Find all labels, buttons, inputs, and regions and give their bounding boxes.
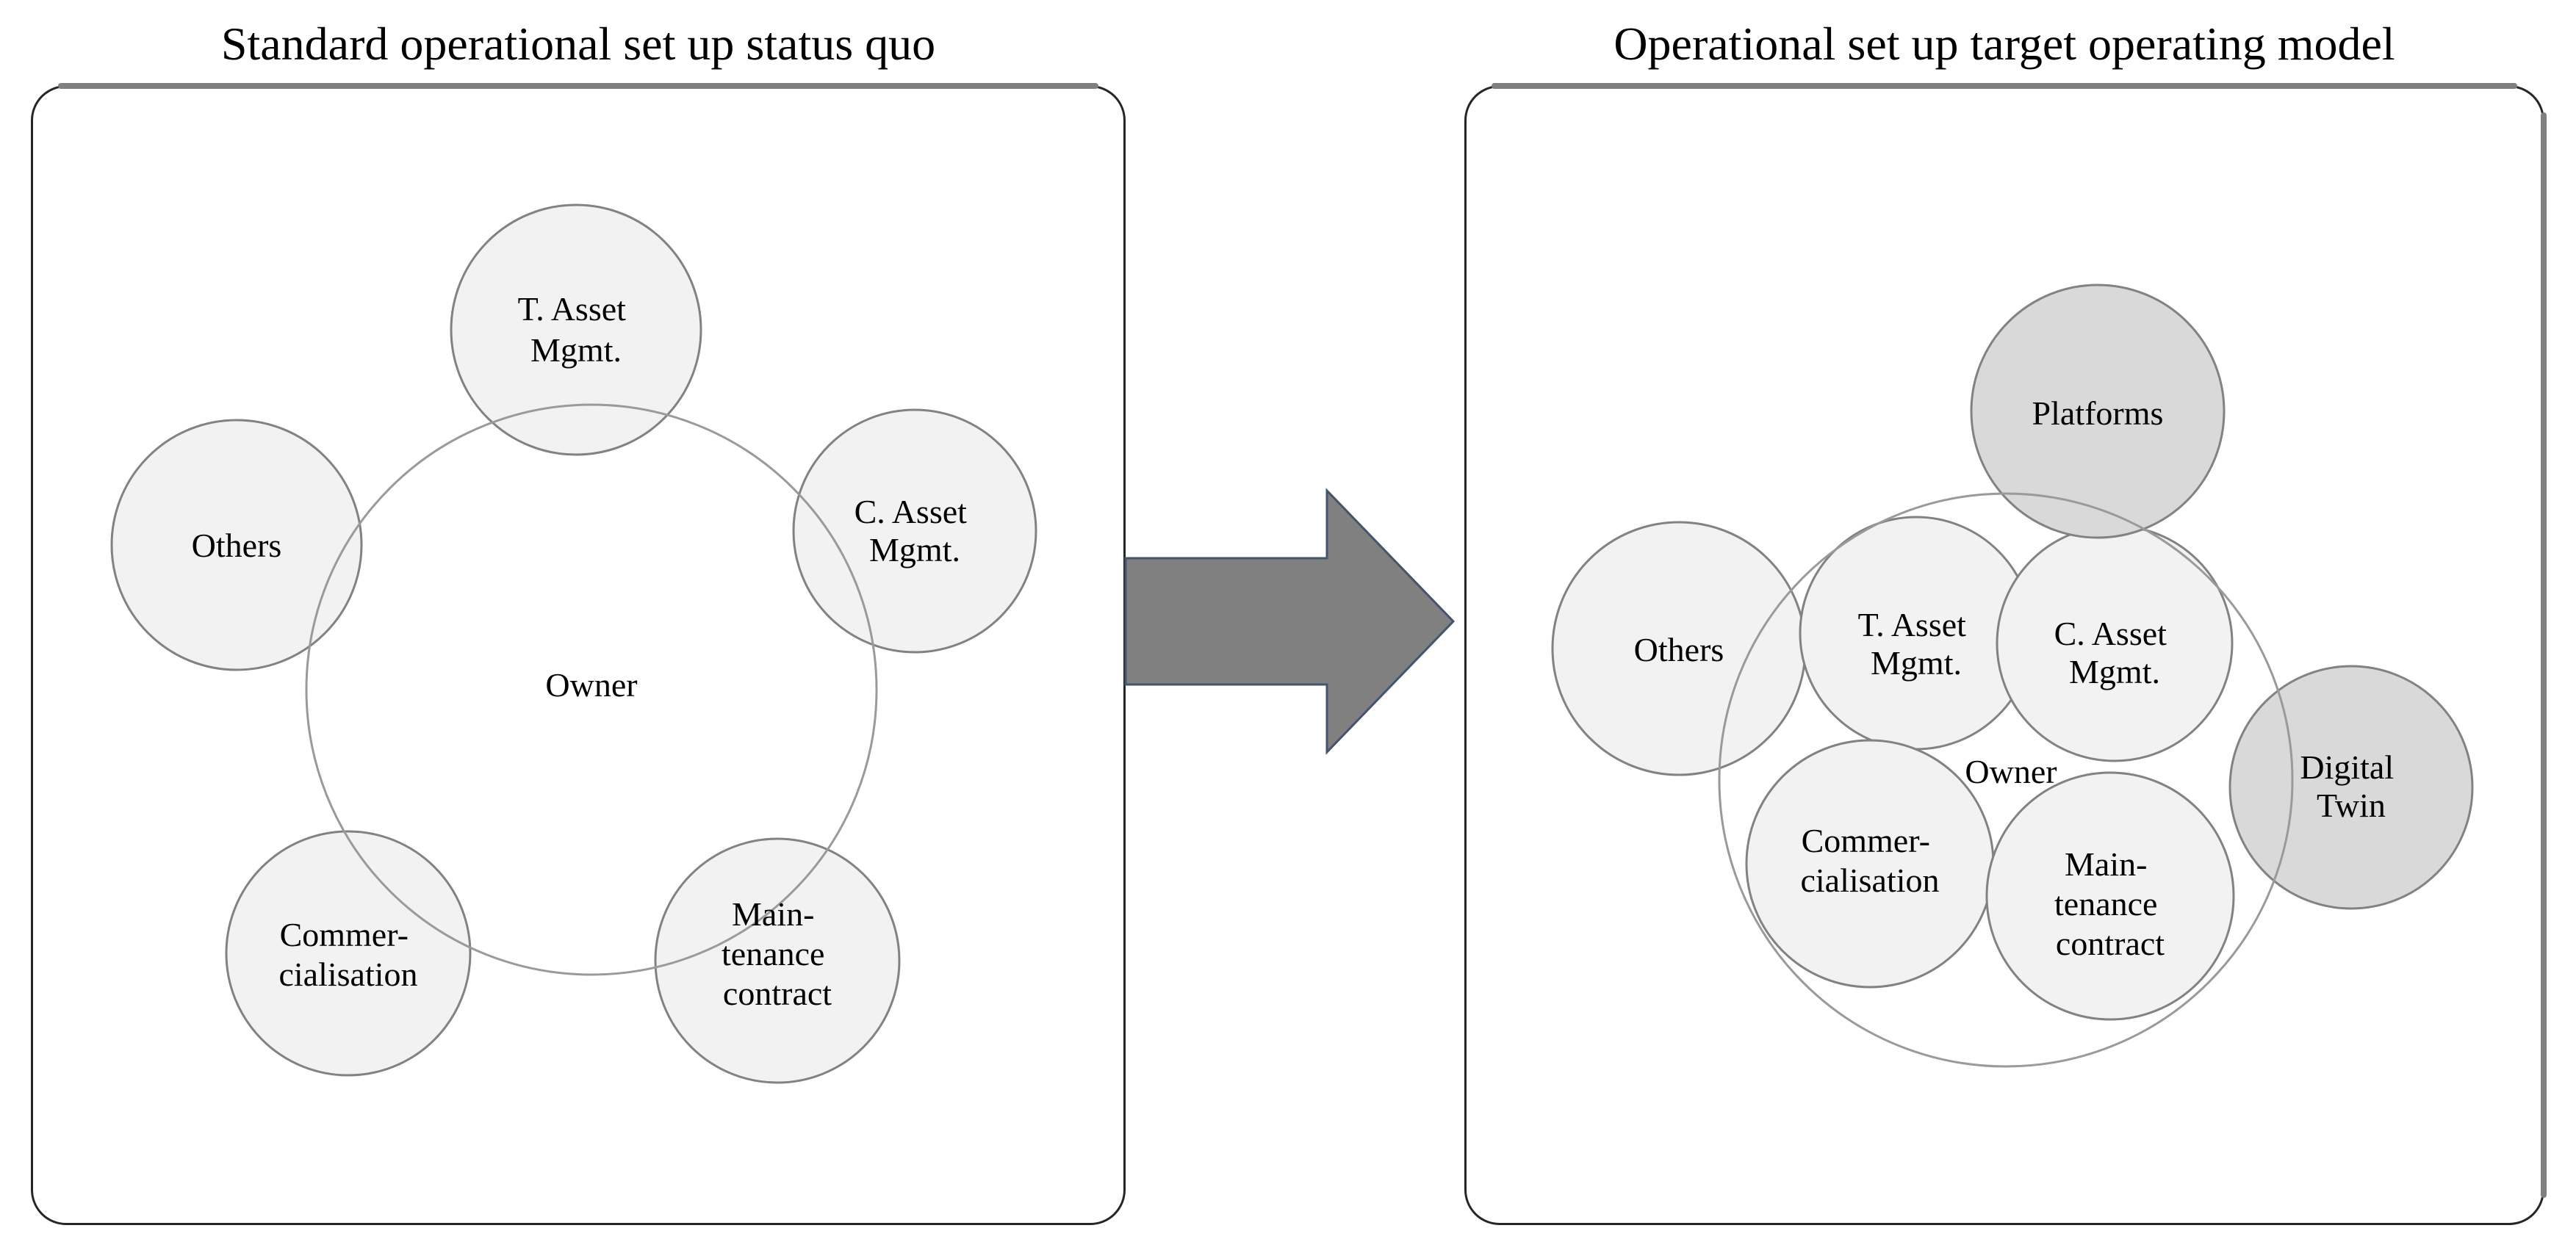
right-maintenance-circle (1985, 771, 2235, 1021)
left-others-circle (110, 419, 363, 671)
right-panel-top-edge (1492, 83, 2517, 89)
right-digital-twin-label: Digital Twin (2300, 748, 2402, 824)
left-owner-circle (305, 403, 878, 976)
right-commercialisation-label: Commer- cialisation (1800, 822, 1939, 899)
left-c-asset-label: C. Asset Mgmt. (855, 493, 976, 568)
right-panel-box (1464, 83, 2547, 1225)
left-t-asset-label: T. Asset Mgmt. (518, 290, 635, 369)
transition-arrow-icon (1124, 488, 1456, 755)
right-diagram: Platforms Others T. Asset Mgmt. C. Asset… (1551, 284, 2474, 1068)
left-commercialisation-label: Commer- cialisation (278, 916, 417, 993)
right-t-asset-label: T. Asset Mgmt. (1858, 606, 1975, 682)
left-diagram: T. Asset Mgmt. C. Asset Mgmt. Others Own… (110, 203, 1037, 1084)
right-panel-right-edge (2541, 112, 2547, 1198)
left-owner-label: Owner (545, 666, 637, 704)
right-owner-label: Owner (1965, 753, 2057, 790)
right-others-label: Others (1634, 631, 1724, 668)
left-commercialisation-circle (225, 830, 472, 1077)
right-platforms-label: Platforms (2032, 394, 2164, 432)
right-panel-title: Operational set up target operating mode… (1613, 18, 2395, 70)
left-maintenance-circle (654, 837, 901, 1084)
left-c-asset-circle (792, 408, 1037, 654)
left-others-label: Others (192, 527, 282, 564)
right-maintenance-label: Main- tenance contract (2054, 845, 2166, 962)
right-digital-twin-circle (2228, 665, 2474, 910)
left-panel-title: Standard operational set up status quo (220, 18, 936, 70)
right-owner-circle (1718, 492, 2294, 1068)
left-maintenance-label: Main- tenance contract (722, 895, 833, 1012)
left-panel-top-edge (58, 83, 1098, 89)
right-c-asset-label: C. Asset Mgmt. (2054, 615, 2176, 690)
right-platforms-circle (1970, 284, 2226, 539)
left-t-asset-circle (450, 203, 702, 456)
